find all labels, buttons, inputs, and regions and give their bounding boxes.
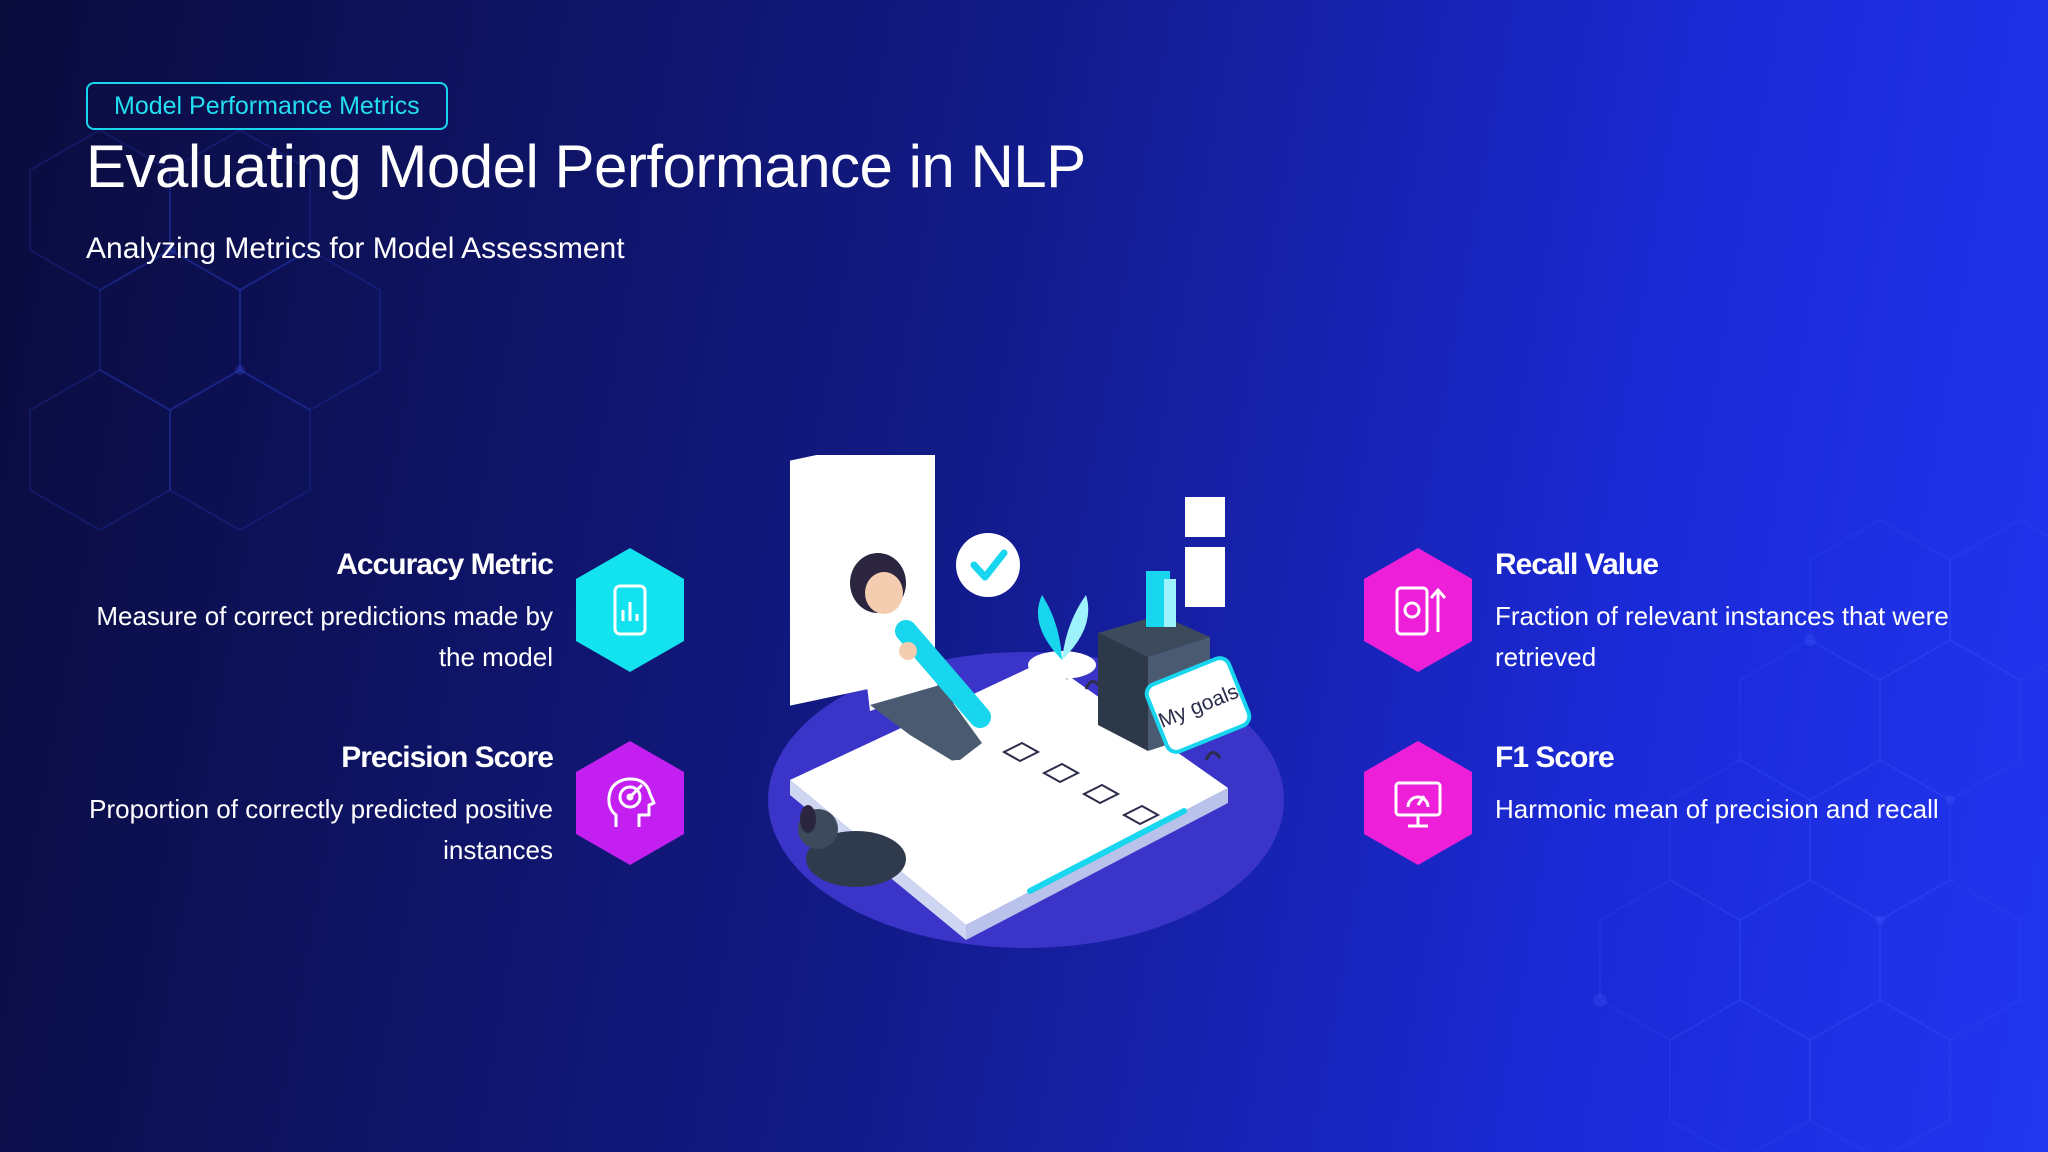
checkbox-list-icon [1001, 741, 1161, 826]
dog-figure [798, 805, 906, 887]
page-subtitle: Analyzing Metrics for Model Assessment [86, 232, 625, 265]
pencil-icon [895, 620, 991, 728]
wall-card-icon [1185, 547, 1225, 607]
metric-title: Precision Score [341, 741, 554, 774]
goals-illustration: My goals [768, 455, 1284, 948]
metric-card-precision: Precision Score Proportion of correctly … [83, 741, 554, 871]
head-target-icon [576, 741, 684, 865]
metric-description: Measure of correct predictions made by t… [96, 601, 553, 672]
wall-card-icon [1185, 497, 1225, 537]
section-tag: Model Performance Metrics [86, 82, 448, 130]
metric-title: Recall Value [1495, 548, 1659, 581]
phone-chart-icon [576, 548, 684, 672]
plant-icon [1028, 595, 1096, 679]
check-bubble-icon [956, 533, 1020, 597]
page-title: Evaluating Model Performance in NLP [86, 133, 1086, 200]
monitor-gauge-icon [1364, 741, 1472, 865]
metric-card-recall: Recall Value Fraction of relevant instan… [1495, 548, 1965, 678]
person-figure [850, 553, 991, 774]
metric-description: Fraction of relevant instances that were… [1495, 601, 1949, 672]
progress-line [1027, 808, 1187, 894]
goals-sticker: My goals [1144, 656, 1252, 754]
device-upload-icon [1364, 548, 1472, 672]
metric-card-accuracy: Accuracy Metric Measure of correct predi… [83, 548, 554, 678]
metric-title: F1 Score [1495, 741, 1615, 774]
metric-title: Accuracy Metric [336, 548, 554, 581]
metric-description: Proportion of correctly predicted positi… [89, 794, 553, 865]
metric-description: Harmonic mean of precision and recall [1495, 794, 1939, 824]
metric-card-f1: F1 Score Harmonic mean of precision and … [1495, 741, 1965, 830]
